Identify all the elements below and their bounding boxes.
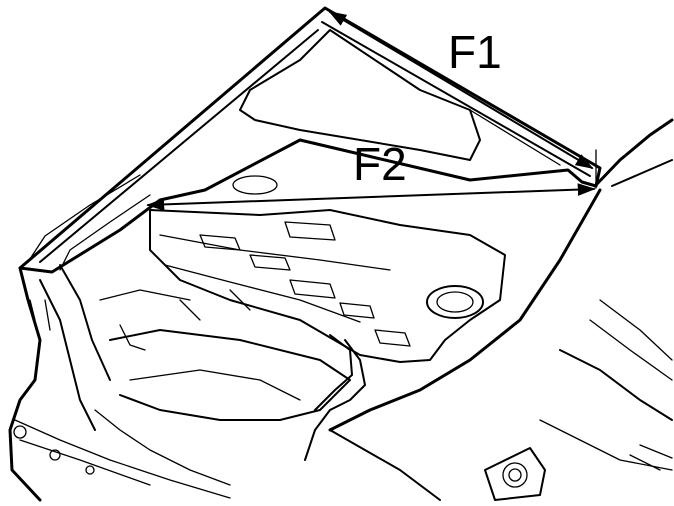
right-body-panel	[328, 118, 674, 501]
f1-arrow	[328, 11, 594, 169]
f2-arrow	[146, 183, 596, 211]
trunk-floor	[94, 289, 366, 486]
dimension-annotations	[146, 11, 597, 211]
left-body-panel	[8, 264, 231, 502]
f2-label: F2	[353, 138, 407, 190]
f1-label: F1	[448, 26, 502, 78]
